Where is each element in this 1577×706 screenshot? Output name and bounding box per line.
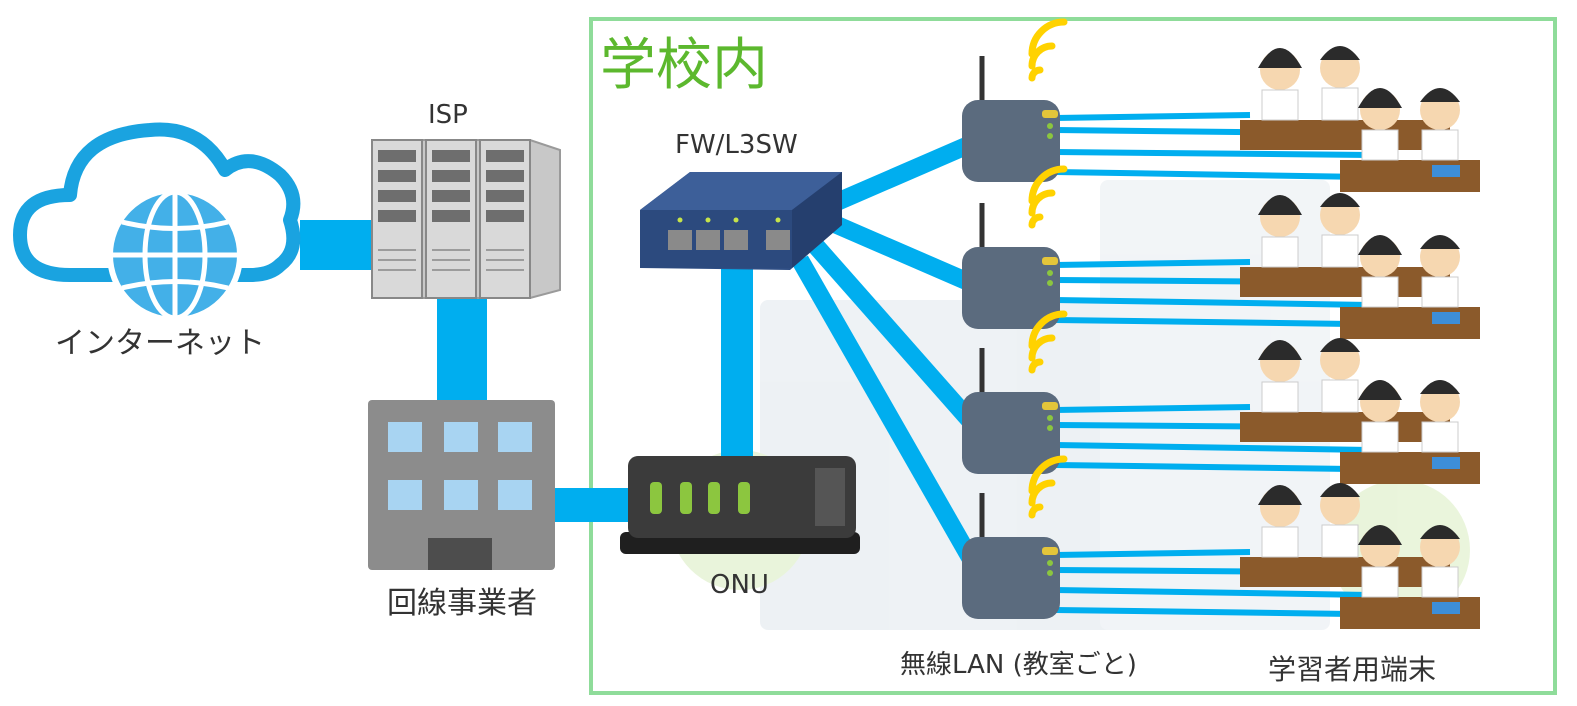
wlan-label: 無線LAN (教室ごと) (900, 650, 1137, 680)
network-switch-icon (640, 172, 842, 270)
network-links (300, 131, 988, 580)
students-tablet-icon (1239, 46, 1481, 630)
onu-modem-icon (620, 456, 860, 554)
globe-cloud-icon (13, 122, 301, 323)
onu-label: ONU (710, 570, 769, 600)
link-fw-ap1 (826, 131, 984, 214)
wireless-access-point-icon (962, 18, 1068, 619)
link-fw-ap4 (792, 255, 988, 580)
link-fw-ap3 (808, 239, 987, 438)
learners-label: 学習者用端末 (1268, 653, 1437, 686)
server-rack-icon (371, 139, 561, 299)
internet-label: インターネット (55, 326, 265, 361)
school-area-boundary (589, 17, 1557, 695)
link-fw-ap2 (826, 213, 984, 296)
fw-label: FW/L3SW (675, 130, 798, 160)
school-area-title: 学校内 (600, 33, 768, 98)
office-building-icon (368, 400, 555, 570)
isp-label: ISP (428, 100, 468, 130)
carrier-label: 回線事業者 (387, 586, 537, 621)
